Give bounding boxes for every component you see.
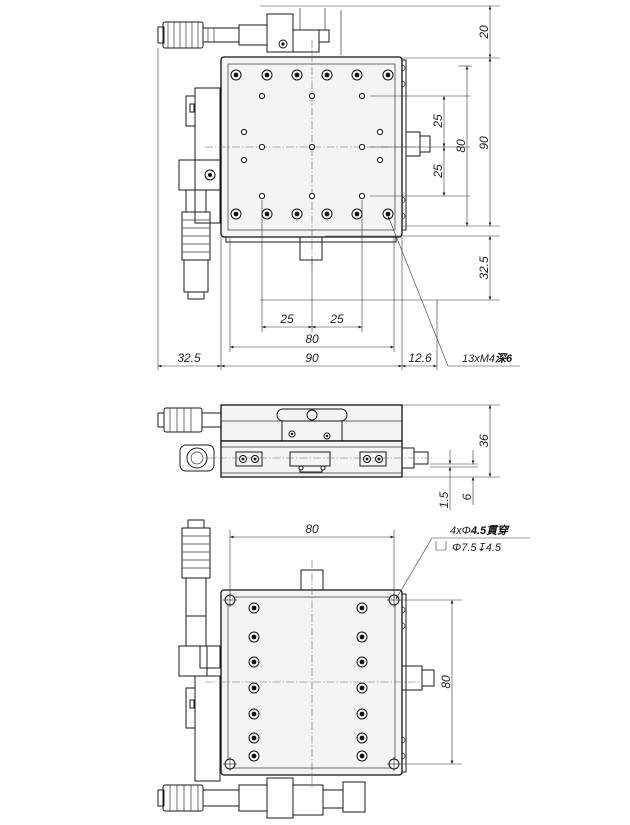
dim-pitch-h-left: 25 — [279, 312, 294, 326]
thread-hole — [240, 128, 248, 136]
dim-pitch-vertical: 80 — [454, 139, 468, 153]
counterbore-hole — [382, 208, 394, 220]
counterbore-hole — [248, 602, 260, 614]
hole-callout-prefix: 4xΦ — [450, 525, 471, 537]
counterbore-hole — [248, 750, 260, 762]
through-hole — [387, 757, 401, 771]
counterbore-hole — [248, 631, 260, 643]
dim-width: 90 — [305, 351, 319, 365]
hole-callout-line1: 4xΦ4.5貫穿 — [450, 524, 510, 537]
top-view-dimensions: 20 90 80 25 25 32.5 25 25 80 32.5 90 12.… — [157, 5, 520, 370]
side-view-dimensions: 36 1.5 6 — [402, 404, 500, 510]
counterbore-hole — [230, 208, 242, 220]
counterbore-hole — [248, 682, 260, 694]
thread-hole — [376, 156, 384, 164]
thread-hole — [308, 192, 316, 200]
counterbore-hole — [356, 732, 368, 744]
counterbore-hole — [321, 69, 333, 81]
side-view — [157, 404, 432, 478]
counterbore-hole — [356, 750, 368, 762]
counterbore-hole — [382, 69, 394, 81]
thread-callout: 13xM4深6 — [462, 352, 513, 365]
bottom-view-dimensions: 80 80 4xΦ4.5貫穿 Φ7.5↧4.5 — [229, 522, 530, 765]
dim-pitch-lower: 25 — [431, 164, 445, 179]
dim-offset-left: 32.5 — [177, 351, 201, 365]
counterbore-hole — [351, 69, 363, 81]
dim-bottom-pitch-v: 80 — [439, 675, 453, 689]
counterbore-hole — [248, 732, 260, 744]
thread-callout-spec: 13xM4 — [462, 353, 495, 365]
counterbore-hole — [356, 656, 368, 668]
counterbore-hole — [351, 208, 363, 220]
counterbore-hole — [356, 602, 368, 614]
counterbore-hole — [261, 69, 273, 81]
thread-hole — [358, 143, 366, 151]
thread-hole — [308, 143, 316, 151]
dim-height-overall: 90 — [477, 136, 491, 150]
through-hole — [223, 757, 237, 771]
top-micrometer-x — [157, 8, 342, 55]
counterbore-hole — [261, 208, 273, 220]
counterbore-hole — [230, 69, 242, 81]
top-view — [157, 8, 431, 300]
counterbore-hole — [248, 708, 260, 720]
counterbore-hole — [291, 69, 303, 81]
top-holes — [230, 69, 394, 220]
counterbore-hole — [291, 208, 303, 220]
dim-side-d1: 1.5 — [437, 491, 451, 508]
dim-height-top: 20 — [477, 25, 491, 40]
thread-hole — [240, 156, 248, 164]
hole-callout-line2: Φ7.5↧4.5 — [452, 542, 502, 554]
top-rail-right — [397, 59, 431, 231]
bottom-plate — [220, 589, 403, 776]
counterbore-hole — [248, 656, 260, 668]
thread-callout-depth: 深6 — [495, 352, 513, 365]
counterbore-hole — [356, 631, 368, 643]
thread-hole — [308, 92, 316, 100]
bottom-view — [157, 519, 435, 819]
top-slider-tab — [299, 235, 323, 261]
dim-pitch-h-right: 25 — [329, 312, 344, 326]
thread-hole — [258, 192, 266, 200]
top-micrometer-y — [178, 87, 221, 300]
dim-offset-knob: 32.5 — [477, 256, 491, 280]
dim-offset-right: 12.6 — [408, 351, 432, 365]
dim-bottom-pitch-h: 80 — [305, 522, 319, 536]
thread-hole — [376, 128, 384, 136]
thread-hole — [258, 143, 266, 151]
counterbore-hole — [321, 208, 333, 220]
dim-side-height: 36 — [477, 434, 491, 448]
dim-pitch-h-total: 80 — [305, 332, 319, 346]
counterbore-icon — [435, 541, 447, 551]
thread-hole — [358, 92, 366, 100]
dim-pitch-upper: 25 — [431, 114, 445, 129]
dim-side-d2: 6 — [460, 493, 474, 500]
thread-hole — [258, 92, 266, 100]
counterbore-hole — [356, 682, 368, 694]
counterbore-hole — [356, 708, 368, 720]
thread-hole — [358, 192, 366, 200]
hole-callout-value: 4.5貫穿 — [470, 524, 510, 537]
